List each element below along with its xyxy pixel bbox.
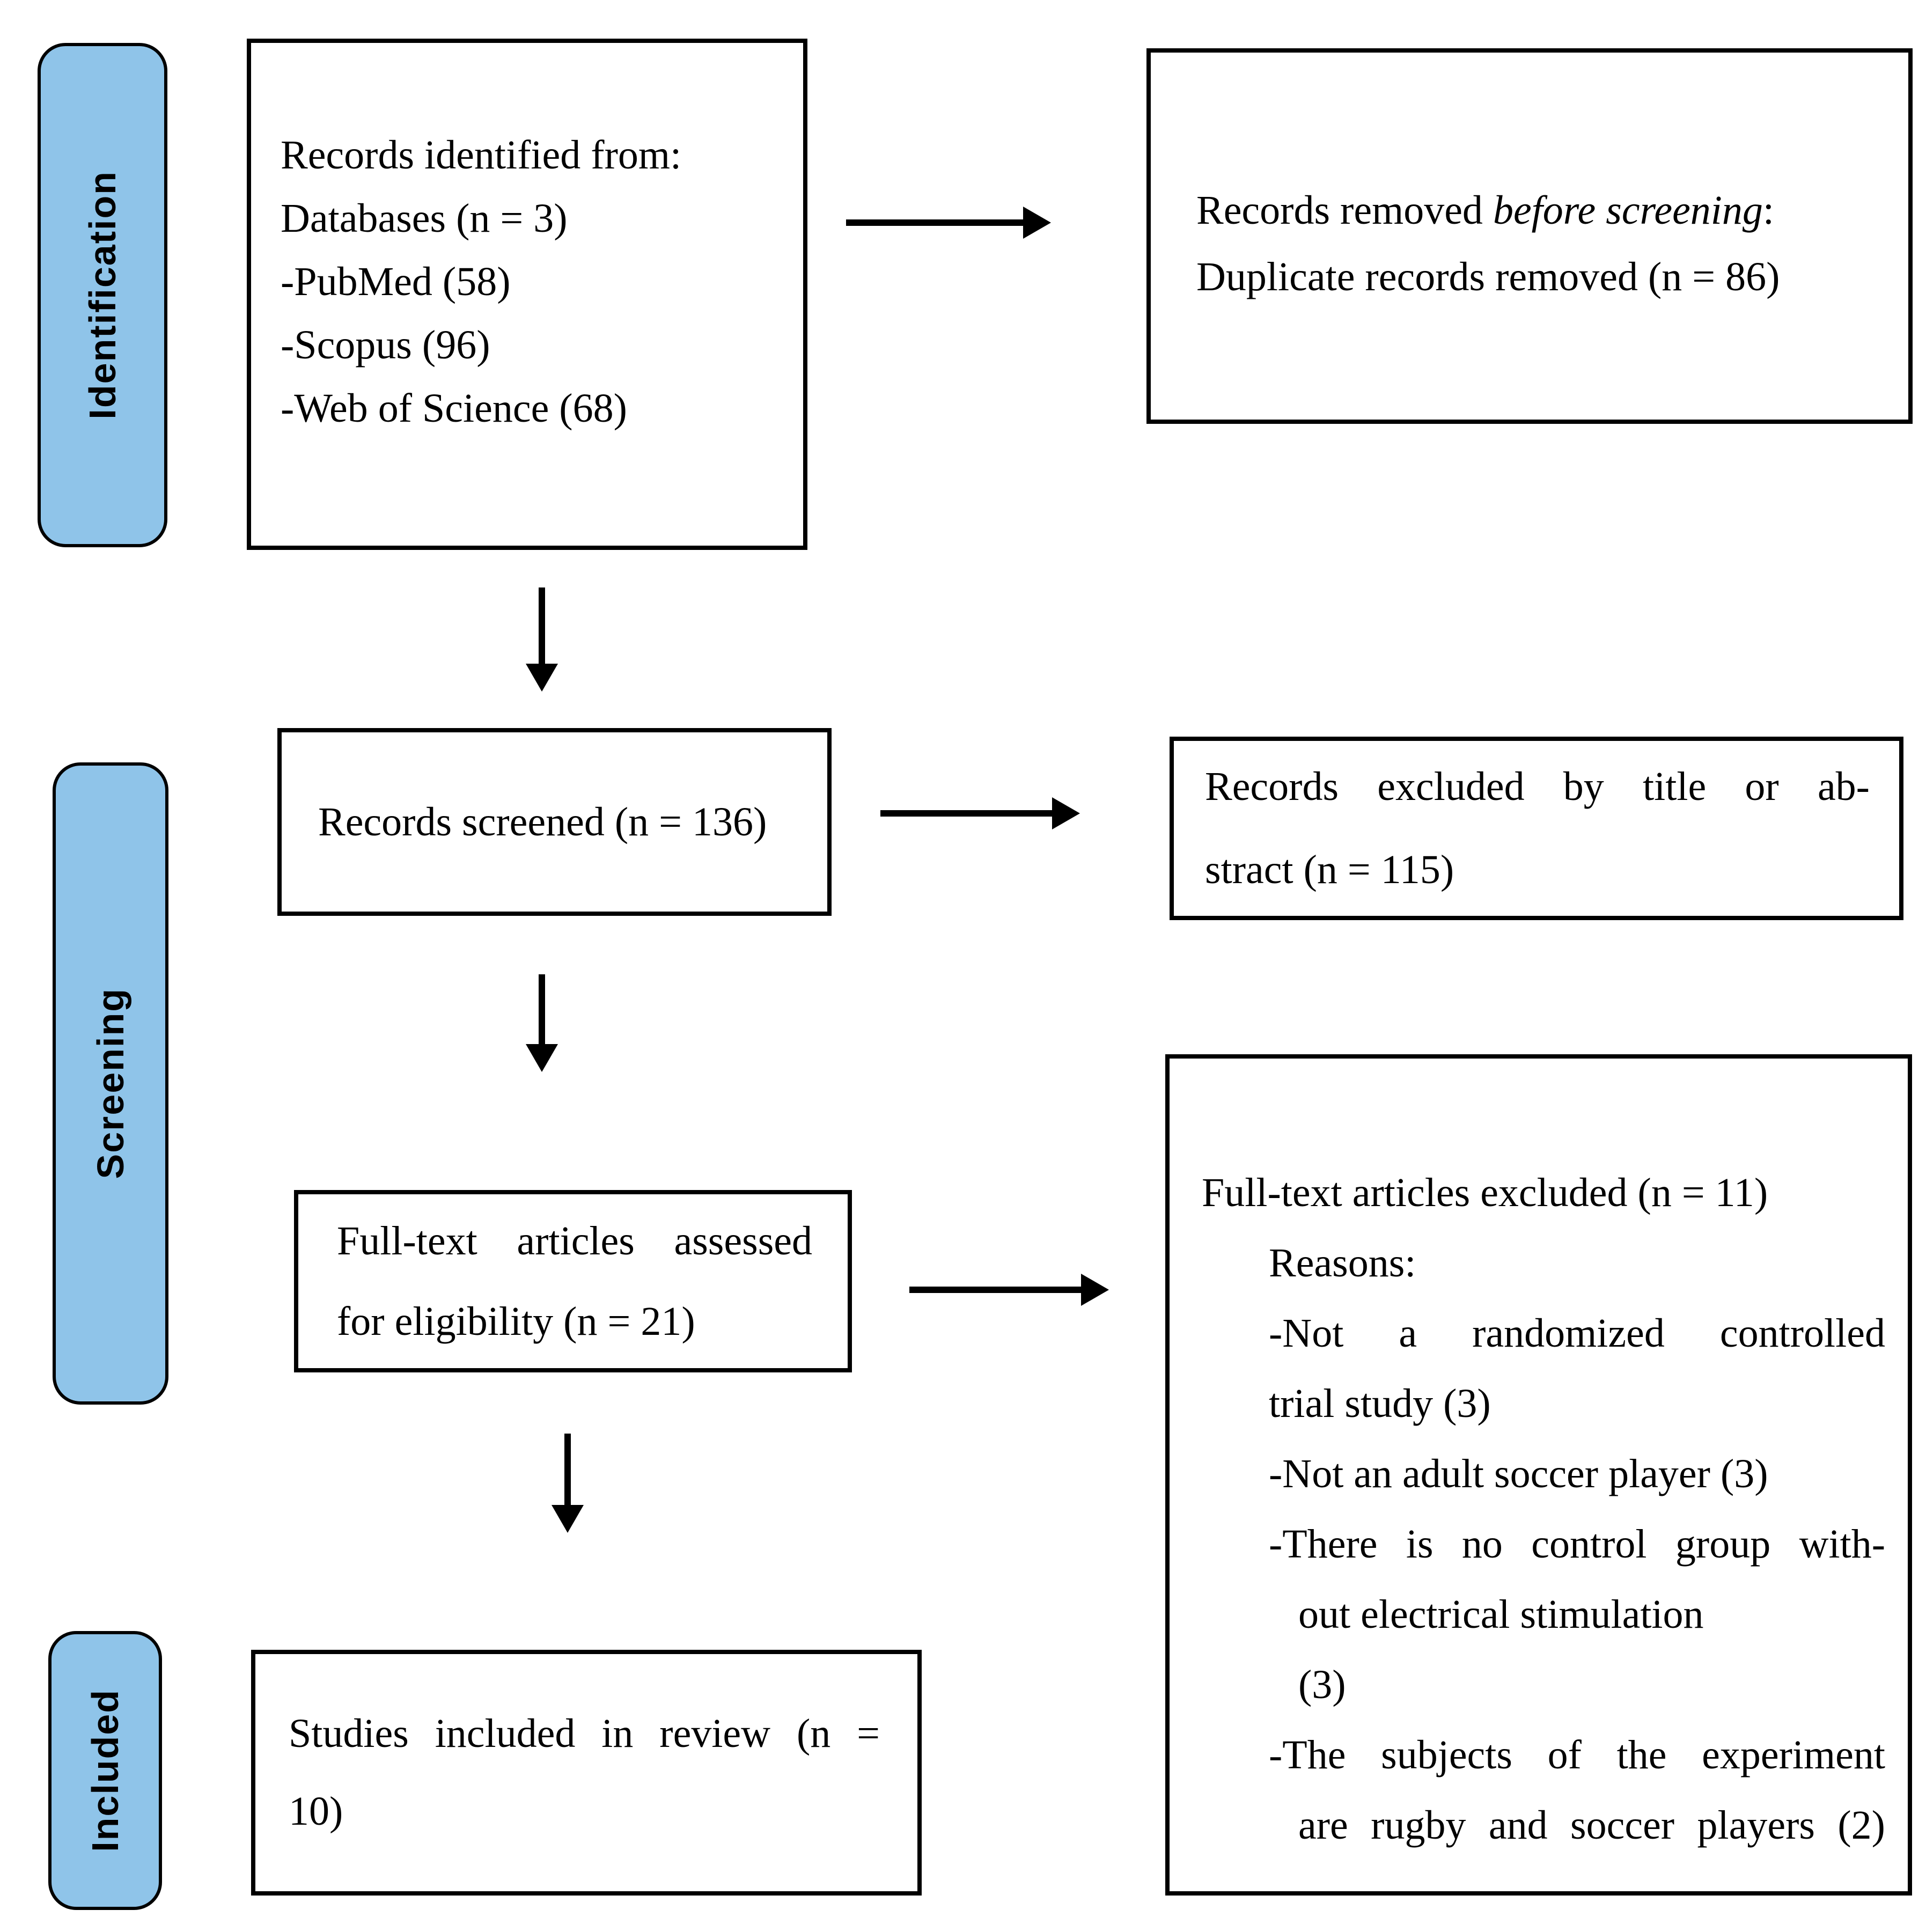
arrow-fulltext-to-included-head-icon: [552, 1505, 584, 1533]
reason-1-line-1: -Not a randomized controlled: [1269, 1311, 1885, 1356]
arrow-screened-to-excluded-line: [880, 810, 1052, 817]
arrow-identified-to-removed-line: [846, 219, 1023, 226]
reason-1-line-2: trial study (3): [1269, 1381, 1491, 1426]
reasons-label: Reasons:: [1269, 1240, 1416, 1285]
records-identified-line-4: -Scopus (96): [281, 322, 490, 368]
arrow-screened-to-fulltext-head-icon: [526, 1044, 558, 1072]
records-removed-line-1-suffix: :: [1762, 188, 1775, 233]
box-records-identified: Records identified from: Databases (n = …: [247, 39, 807, 550]
stage-label-screening: Screening: [53, 762, 168, 1405]
reason-4-line-1: -The subjects of the experiment: [1269, 1732, 1885, 1777]
stage-label-included: Included: [48, 1631, 162, 1910]
reason-3-line-2: out electrical stimulation: [1298, 1592, 1704, 1637]
studies-included-line-2: 10): [289, 1789, 343, 1834]
records-removed-line-2: Duplicate records removed (n = 86): [1196, 254, 1780, 299]
records-excluded-line-1: Records excluded by title or ab-: [1205, 764, 1870, 809]
box-fulltext-excluded-reasons: Full-text articles excluded (n = 11) Rea…: [1165, 1054, 1912, 1896]
studies-included-line-1: Studies included in review (n =: [289, 1711, 880, 1756]
records-removed-line-1-prefix: Records removed: [1196, 188, 1493, 233]
records-removed-line-1-italic: before screening: [1493, 188, 1763, 233]
arrow-fulltext-to-included-line: [564, 1434, 571, 1505]
box-records-excluded: Records excluded by title or ab- stract …: [1170, 737, 1903, 920]
box-records-screened: Records screened (n = 136): [277, 728, 832, 916]
arrow-screened-to-excluded-head-icon: [1052, 797, 1080, 829]
stage-label-identification-text: Identification: [82, 171, 123, 420]
records-screened-line-1: Records screened (n = 136): [318, 799, 767, 844]
arrow-identified-to-screened-head-icon: [526, 664, 558, 692]
arrow-fulltext-to-reasons-head-icon: [1081, 1274, 1109, 1306]
box-studies-included: Studies included in review (n = 10): [251, 1650, 922, 1896]
records-removed-line-1: Records removed before screening:: [1196, 177, 1876, 244]
reason-3-line-3: (3): [1298, 1662, 1346, 1707]
arrow-identified-to-removed-head-icon: [1023, 207, 1051, 239]
records-identified-line-5: -Web of Science (68): [281, 386, 627, 431]
records-identified-line-3: -PubMed (58): [281, 259, 511, 304]
records-identified-line-2: Databases (n = 3): [281, 196, 568, 241]
reason-3-line-1: -There is no control group with-: [1269, 1522, 1885, 1567]
reason-2: -Not an adult soccer player (3): [1269, 1451, 1768, 1496]
fulltext-assessed-line-2: for eligibility (n = 21): [337, 1299, 695, 1344]
stage-label-screening-text: Screening: [90, 988, 131, 1179]
stage-label-identification: Identification: [38, 43, 167, 547]
reason-4-line-2: are rugby and soccer players (2): [1298, 1803, 1885, 1848]
fulltext-assessed-line-1: Full-text articles assessed: [337, 1218, 812, 1263]
box-records-removed: Records removed before screening: Duplic…: [1146, 48, 1913, 424]
stage-label-included-text: Included: [84, 1689, 126, 1852]
arrow-identified-to-screened-line: [539, 587, 545, 664]
records-excluded-line-2: stract (n = 115): [1205, 847, 1454, 892]
arrow-screened-to-fulltext-line: [539, 974, 545, 1044]
box-fulltext-assessed: Full-text articles assessed for eligibil…: [294, 1190, 852, 1372]
records-identified-line-1: Records identified from:: [281, 133, 682, 178]
arrow-fulltext-to-reasons-line: [909, 1287, 1081, 1293]
fulltext-excluded-title: Full-text articles excluded (n = 11): [1202, 1170, 1768, 1215]
